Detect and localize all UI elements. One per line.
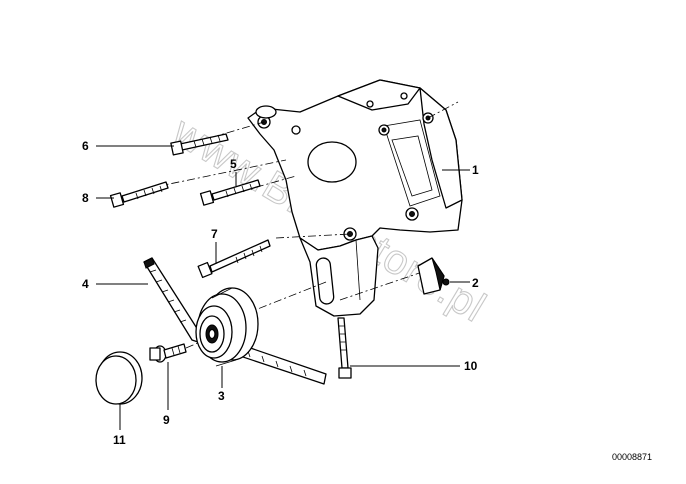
callout-8: 8 bbox=[82, 191, 89, 205]
bolt-part-5 bbox=[199, 179, 261, 206]
axis-line bbox=[275, 233, 351, 239]
callout-9: 9 bbox=[163, 413, 170, 427]
bolt-part-10 bbox=[337, 317, 352, 379]
axis-line bbox=[339, 265, 441, 301]
bolt-part-7 bbox=[197, 239, 271, 279]
axis-line bbox=[185, 335, 215, 349]
bolt-part-8 bbox=[109, 181, 169, 208]
callout-6: 6 bbox=[82, 139, 89, 153]
callout-5: 5 bbox=[230, 157, 237, 171]
cap-part-11 bbox=[95, 351, 143, 405]
callout-10: 10 bbox=[464, 359, 478, 373]
axis-line bbox=[139, 159, 287, 191]
callout-3: 3 bbox=[218, 389, 225, 403]
pulley-part-3 bbox=[195, 287, 259, 367]
reference-code: 00008871 bbox=[612, 452, 652, 462]
nut-part-2 bbox=[417, 257, 450, 295]
callout-2: 2 bbox=[472, 276, 479, 290]
callout-4: 4 bbox=[82, 277, 89, 291]
axis-line bbox=[249, 281, 327, 313]
callout-1: 1 bbox=[472, 163, 479, 177]
bracket-part-1 bbox=[247, 79, 463, 317]
callout-11: 11 bbox=[113, 433, 126, 447]
belt-part-4 bbox=[143, 257, 327, 385]
bolt-part-6 bbox=[170, 133, 229, 156]
axis-line bbox=[427, 101, 459, 119]
bolt-part-9 bbox=[149, 343, 187, 363]
callout-7: 7 bbox=[211, 227, 218, 241]
